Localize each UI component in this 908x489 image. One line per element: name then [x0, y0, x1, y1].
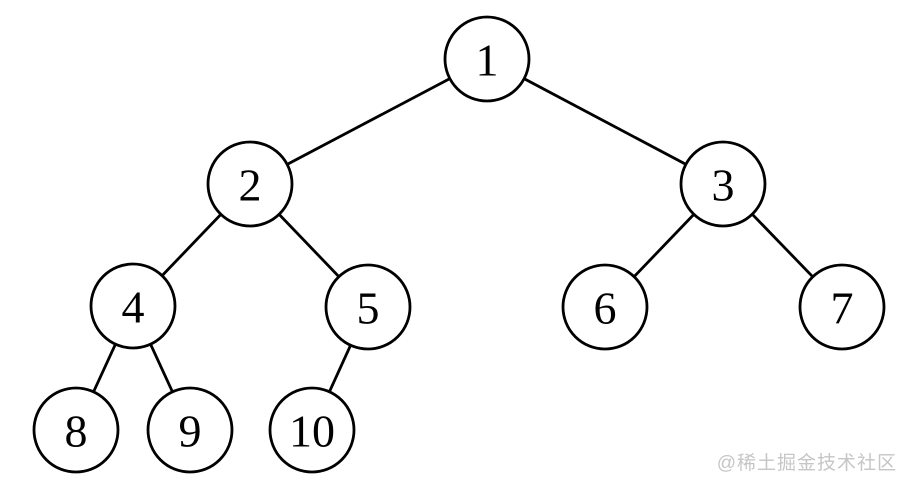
- tree-node-circle-1: [443, 15, 531, 103]
- tree-node-5: 5: [324, 263, 412, 351]
- tree-node-circle-7: [798, 263, 886, 351]
- tree-edge-1-3: [486, 57, 724, 186]
- tree-node-circle-5: [324, 263, 412, 351]
- tree-node-9: 9: [146, 386, 234, 474]
- tree-node-1: 1: [443, 15, 531, 103]
- tree-node-label-2: 2: [239, 160, 262, 211]
- tree-node-7: 7: [798, 263, 886, 351]
- tree-node-3: 3: [679, 140, 767, 228]
- tree-node-6: 6: [561, 263, 649, 351]
- tree-edge-1-2: [249, 57, 488, 186]
- tree-node-label-1: 1: [476, 35, 499, 86]
- tree-node-circle-4: [89, 262, 177, 350]
- tree-node-circle-6: [561, 263, 649, 351]
- tree-node-circle-8: [32, 386, 120, 474]
- tree-node-circle-9: [146, 386, 234, 474]
- watermark: @稀土掘金技术社区: [716, 453, 897, 474]
- tree-node-label-3: 3: [712, 160, 735, 211]
- tree-node-8: 8: [32, 386, 120, 474]
- tree-node-label-6: 6: [594, 283, 617, 334]
- tree-node-circle-2: [206, 140, 294, 228]
- tree-node-circle-3: [679, 140, 767, 228]
- tree-node-10: 10: [268, 386, 356, 474]
- tree-node-2: 2: [206, 140, 294, 228]
- tree-node-label-9: 9: [179, 406, 202, 457]
- tree-node-4: 4: [89, 262, 177, 350]
- tree-node-circle-10: [268, 386, 356, 474]
- tree-node-label-10: 10: [289, 406, 335, 457]
- tree-node-label-5: 5: [357, 283, 380, 334]
- tree-node-label-7: 7: [831, 283, 854, 334]
- tree-node-label-8: 8: [65, 406, 88, 457]
- tree-node-label-4: 4: [122, 282, 145, 333]
